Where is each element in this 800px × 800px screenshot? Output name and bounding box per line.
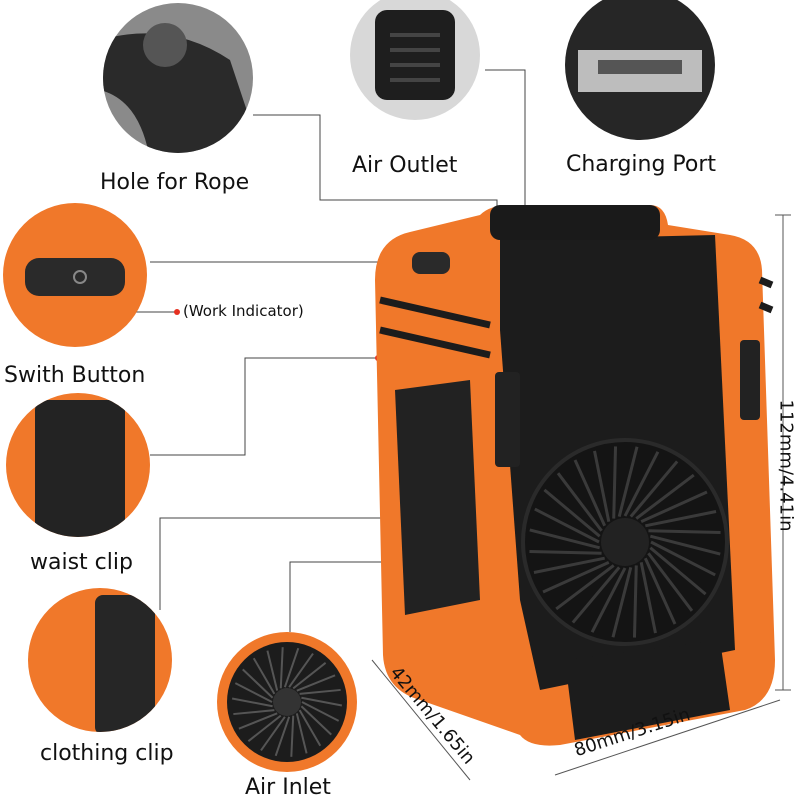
fan-blade xyxy=(617,446,639,518)
clothing-clip-photo xyxy=(28,588,172,732)
fan-blade xyxy=(247,714,282,742)
fan-blade xyxy=(649,546,707,596)
label-hole-for-rope: Hole for Rope xyxy=(100,170,250,195)
neck-fan-device xyxy=(375,205,775,746)
power-icon xyxy=(73,270,87,284)
hole-for-rope-photo xyxy=(103,3,253,153)
fan-blade xyxy=(556,472,603,532)
fan-blade xyxy=(231,697,273,708)
label-switch-button: Swith Button xyxy=(4,363,146,388)
fan-blade xyxy=(543,488,601,538)
fan-blade xyxy=(643,557,677,625)
fan-blade xyxy=(542,560,610,594)
fan-blade xyxy=(274,716,291,757)
label-waist-clip: waist clip xyxy=(30,550,133,575)
fan-blade xyxy=(533,556,605,574)
fan-blade xyxy=(288,652,314,688)
fan-blade xyxy=(252,657,276,695)
fan-blade xyxy=(645,510,717,528)
charging-port-photo xyxy=(565,0,715,140)
fan-blade xyxy=(283,647,300,688)
fan-blade xyxy=(529,549,602,555)
fan-blade xyxy=(238,712,278,730)
fan-blade xyxy=(647,552,694,612)
fan-blade xyxy=(279,647,284,689)
fan-blade xyxy=(612,446,618,519)
fan-blade xyxy=(266,650,279,691)
fan-blade xyxy=(640,490,708,524)
fan-blade xyxy=(529,528,601,550)
fan-blade xyxy=(242,668,274,699)
fan-blade xyxy=(300,705,332,736)
fan-blade xyxy=(534,507,600,544)
fan-blade xyxy=(234,682,273,703)
fan-blade xyxy=(590,567,627,633)
fan-blade xyxy=(649,534,721,556)
fan-blade xyxy=(298,709,322,747)
label-air-outlet: Air Outlet xyxy=(352,153,458,178)
label-air-inlet: Air Inlet xyxy=(245,775,331,800)
air-outlet-photo xyxy=(350,0,480,120)
fan-blade xyxy=(611,566,633,638)
fan-blade xyxy=(593,450,611,522)
label-work-indicator: (Work Indicator) xyxy=(183,302,304,320)
waist-clip-photo xyxy=(6,393,150,537)
fan-blade xyxy=(573,459,607,527)
fan-blade xyxy=(623,451,660,517)
fan-blade xyxy=(639,562,657,634)
label-clothing-clip: clothing clip xyxy=(40,741,174,766)
fan-blade xyxy=(571,566,621,624)
fan-blade xyxy=(629,460,679,518)
fan-blade xyxy=(299,688,341,695)
fan-blade xyxy=(635,473,695,520)
fan-blade xyxy=(296,674,336,692)
fan-blade xyxy=(292,662,327,690)
dimension-lines xyxy=(371,214,791,781)
fan-blade xyxy=(301,696,343,707)
fan-blade xyxy=(555,564,615,611)
fan-blade xyxy=(260,716,286,752)
fan-blade xyxy=(290,715,295,757)
fan-blade xyxy=(301,701,340,722)
air-inlet-photo xyxy=(217,632,357,772)
fan-blade xyxy=(233,709,275,716)
fan-blade xyxy=(632,565,638,638)
fan-blade xyxy=(295,713,308,754)
fan-blade xyxy=(648,529,721,535)
dimension-height: 112mm/4.41in xyxy=(775,399,797,532)
switch-button-photo xyxy=(3,203,147,347)
fan-blade xyxy=(650,540,716,577)
label-charging-port: Charging Port xyxy=(566,152,717,177)
